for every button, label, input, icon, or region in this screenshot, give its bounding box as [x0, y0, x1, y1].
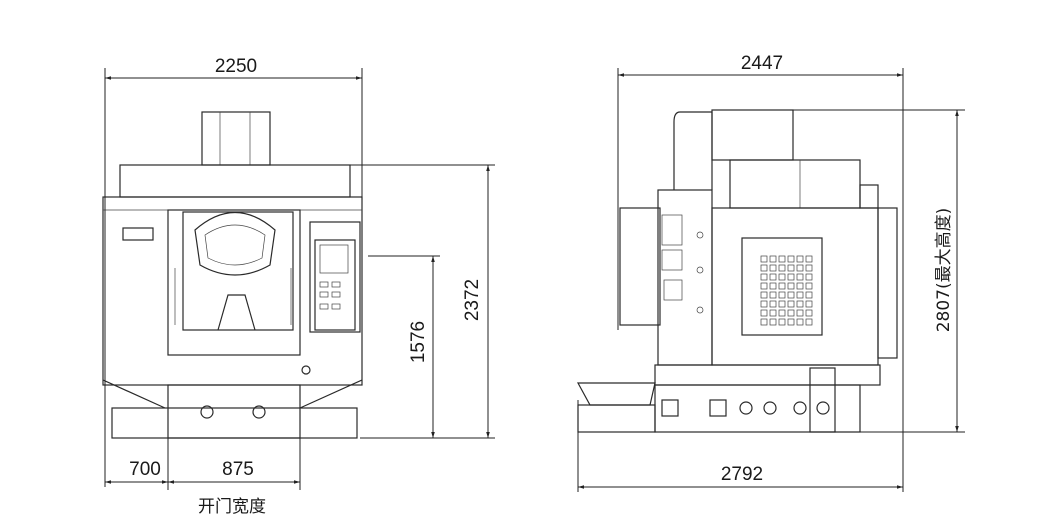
- grid-cell: [805, 300, 813, 308]
- grid-cell: [787, 264, 795, 272]
- grid-cell: [778, 291, 786, 299]
- grid-cell: [760, 255, 768, 263]
- grid-cell: [769, 282, 777, 290]
- grid-cell: [778, 318, 786, 326]
- dim-offset-left: 700: [129, 459, 161, 480]
- grid-cell: [796, 282, 804, 290]
- grid-cell: [787, 309, 795, 317]
- grid-cell: [787, 282, 795, 290]
- grid-cell: [805, 282, 813, 290]
- grid-cell: [769, 264, 777, 272]
- grid-cell: [760, 264, 768, 272]
- grid-cell: [769, 291, 777, 299]
- grid-cell: [769, 318, 777, 326]
- grid-cell: [805, 255, 813, 263]
- grid-cell: [805, 291, 813, 299]
- grid-cell: [787, 255, 795, 263]
- grid-cell: [778, 282, 786, 290]
- grid-cell: [796, 291, 804, 299]
- grid-cell: [796, 273, 804, 281]
- dim-height-total: 2372: [462, 279, 483, 321]
- grid-cell: [778, 255, 786, 263]
- grid-cell: [760, 300, 768, 308]
- grid-cell: [787, 300, 795, 308]
- grid-cell: [796, 264, 804, 272]
- grid-cell: [778, 309, 786, 317]
- grid-cell: [796, 318, 804, 326]
- grid-cell: [778, 300, 786, 308]
- grid-cell: [769, 300, 777, 308]
- side-extension-lines: [577, 68, 965, 492]
- side-machine-outline: [576, 109, 898, 433]
- grid-cell: [769, 309, 777, 317]
- grid-cell: [760, 273, 768, 281]
- dim-depth-top: 2447: [741, 53, 783, 74]
- grid-cell: [805, 264, 813, 272]
- grid-cell: [760, 318, 768, 326]
- dim-depth-total: 2792: [721, 464, 763, 485]
- front-machine-outline: [102, 111, 363, 439]
- dim-height-max: 2807(最大高度): [934, 208, 954, 333]
- grid-cell: [805, 309, 813, 317]
- grid-cell: [760, 282, 768, 290]
- grid-cell: [796, 309, 804, 317]
- dim-height-panel: 1576: [408, 321, 429, 363]
- grid-cell: [796, 300, 804, 308]
- grid-cell: [778, 264, 786, 272]
- grid-cell: [787, 318, 795, 326]
- window-grid: [760, 255, 813, 326]
- grid-cell: [760, 291, 768, 299]
- grid-cell: [760, 309, 768, 317]
- door-width-label: 开门宽度: [198, 497, 266, 517]
- grid-cell: [805, 273, 813, 281]
- front-view: 2250 2372 1576 700 875 开门宽度: [102, 56, 495, 517]
- grid-cell: [769, 255, 777, 263]
- dim-door-width: 875: [222, 459, 254, 480]
- grid-cell: [778, 273, 786, 281]
- grid-cell: [787, 291, 795, 299]
- front-extension-lines: [104, 68, 495, 490]
- grid-cell: [796, 255, 804, 263]
- grid-cell: [787, 273, 795, 281]
- grid-cell: [769, 273, 777, 281]
- side-view: 2447 2807(最大高度) 2792: [576, 53, 965, 492]
- grid-cell: [805, 318, 813, 326]
- dim-width-total: 2250: [215, 56, 257, 77]
